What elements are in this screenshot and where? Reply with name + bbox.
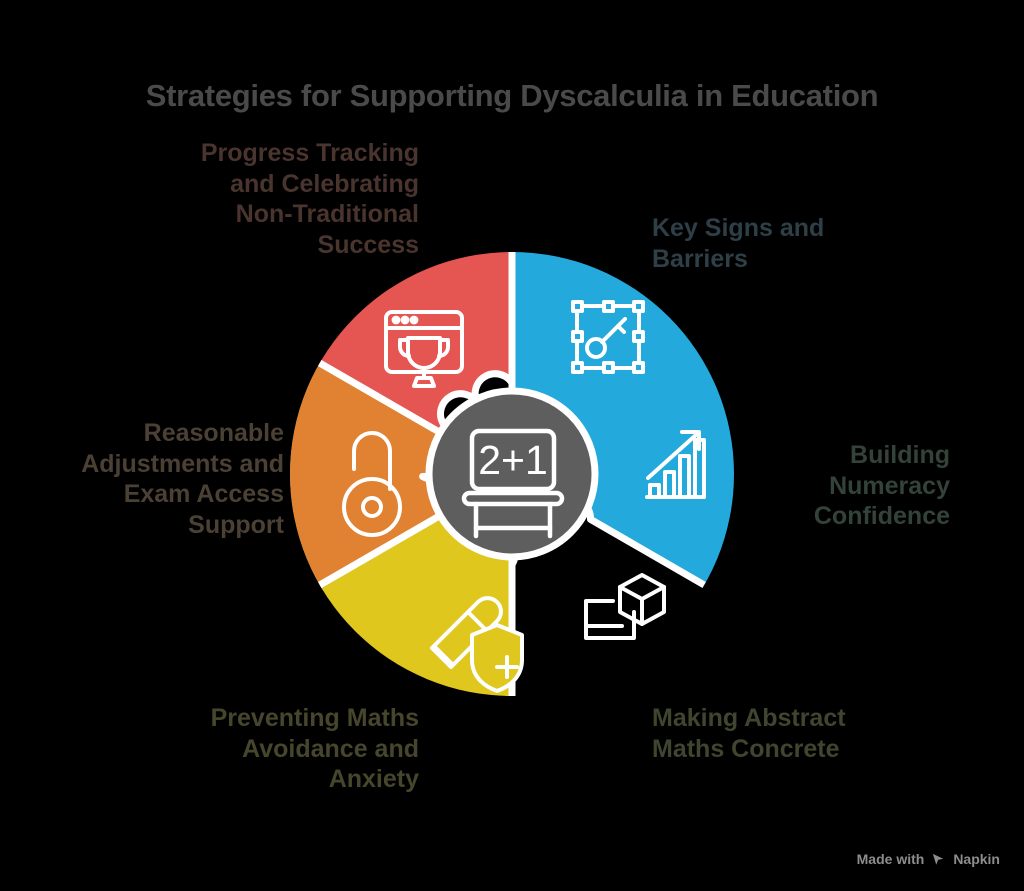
watermark-prefix: Made with	[856, 851, 925, 867]
segment-label-key-signs: Key Signs and Barriers	[652, 214, 825, 273]
key-frame-icon	[571, 300, 645, 374]
segment-label-reasonable-adjustments: Reasonable Adjustments and Exam Access S…	[81, 419, 284, 539]
segment-label-abstract-concrete: Making Abstract Maths Concrete	[652, 704, 846, 763]
page-title: Strategies for Supporting Dyscalculia in…	[145, 78, 879, 113]
napkin-logo-icon	[931, 852, 946, 867]
center-equation: 2+1	[478, 437, 548, 483]
cube-box-icon	[584, 573, 666, 640]
chalkboard-icon	[461, 428, 565, 539]
watermark-brand: Napkin	[953, 851, 1000, 867]
segment-label-building-numeracy: Building Numeracy Confidence	[813, 441, 950, 530]
puzzle-wheel: 2+1	[282, 244, 742, 704]
pencil-shield-icon	[430, 596, 524, 693]
open-padlock-icon	[342, 431, 402, 537]
trophy-browser-icon	[384, 310, 464, 388]
segment-label-preventing-anxiety: Preventing Maths Avoidance and Anxiety	[210, 704, 419, 793]
segment-label-progress-tracking: Progress Tracking and Celebrating Non-Tr…	[200, 139, 419, 259]
watermark: Made with Napkin	[857, 851, 1000, 867]
growth-chart-icon	[645, 430, 706, 499]
